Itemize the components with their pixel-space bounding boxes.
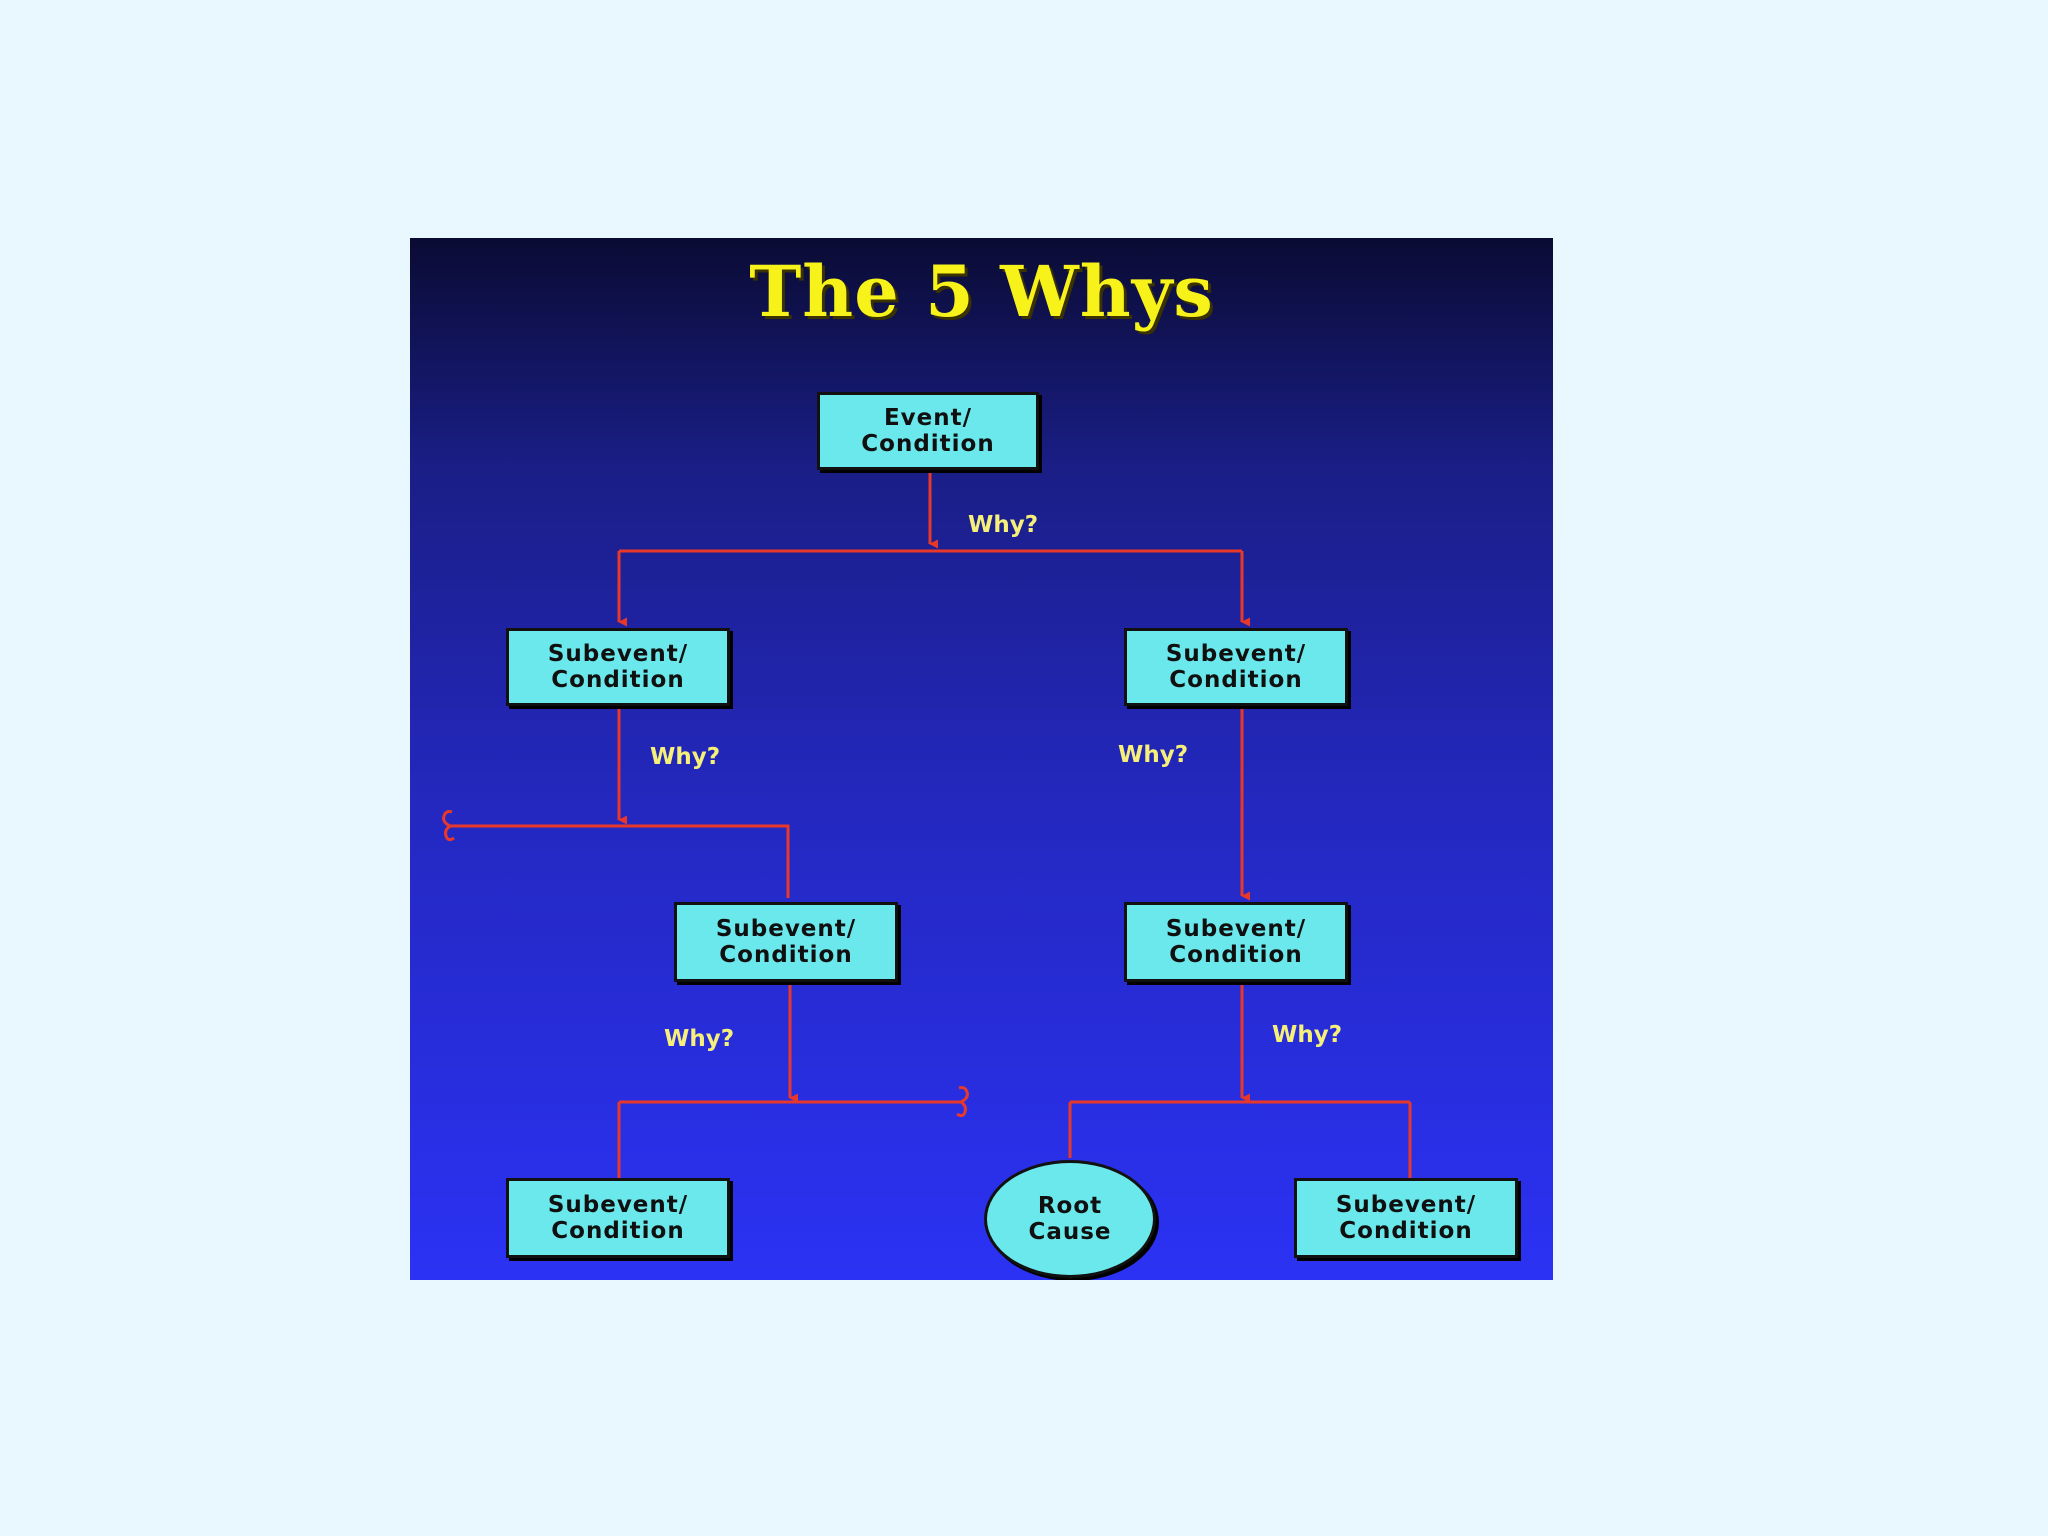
branch-line-left-mid — [450, 824, 790, 898]
why-label-2: Why? — [650, 744, 721, 770]
subevent-node-left-2: Subevent/ Condition — [674, 902, 898, 982]
branch-cut-left — [442, 810, 455, 842]
subevent-node-right-2: Subevent/ Condition — [1124, 902, 1348, 982]
node-line2: Cause — [1028, 1219, 1112, 1245]
why-label-4: Why? — [664, 1026, 735, 1052]
subevent-node-left-1: Subevent/ Condition — [506, 628, 730, 706]
node-line2: Condition — [551, 667, 685, 693]
node-line1: Subevent/ — [1165, 641, 1307, 667]
node-line1: Subevent/ — [715, 916, 857, 942]
diagram-slide: The 5 Whys — [410, 238, 1553, 1280]
node-line2: Condition — [1339, 1218, 1473, 1244]
node-line1: Subevent/ — [547, 1192, 689, 1218]
node-line2: Condition — [719, 942, 853, 968]
event-condition-node: Event/ Condition — [817, 392, 1039, 470]
subevent-node-left-3: Subevent/ Condition — [506, 1178, 730, 1258]
connector-lines — [442, 470, 1412, 1178]
why-label-1: Why? — [968, 512, 1039, 538]
subevent-node-right-3: Subevent/ Condition — [1294, 1178, 1518, 1258]
root-cause-node: Root Cause — [984, 1160, 1156, 1278]
why-label-5: Why? — [1272, 1022, 1343, 1048]
node-line2: Condition — [861, 431, 995, 457]
node-line1: Subevent/ — [1165, 916, 1307, 942]
subevent-node-right-1: Subevent/ Condition — [1124, 628, 1348, 706]
node-line2: Condition — [551, 1218, 685, 1244]
node-line1: Root — [1037, 1193, 1103, 1219]
node-line2: Condition — [1169, 667, 1303, 693]
branch-cut-right — [956, 1086, 969, 1118]
node-line1: Subevent/ — [547, 641, 689, 667]
node-line2: Condition — [1169, 942, 1303, 968]
diagram-title: The 5 Whys — [749, 250, 1214, 333]
node-line1: Event/ — [883, 405, 973, 431]
node-line1: Subevent/ — [1335, 1192, 1477, 1218]
why-label-3: Why? — [1118, 742, 1189, 768]
